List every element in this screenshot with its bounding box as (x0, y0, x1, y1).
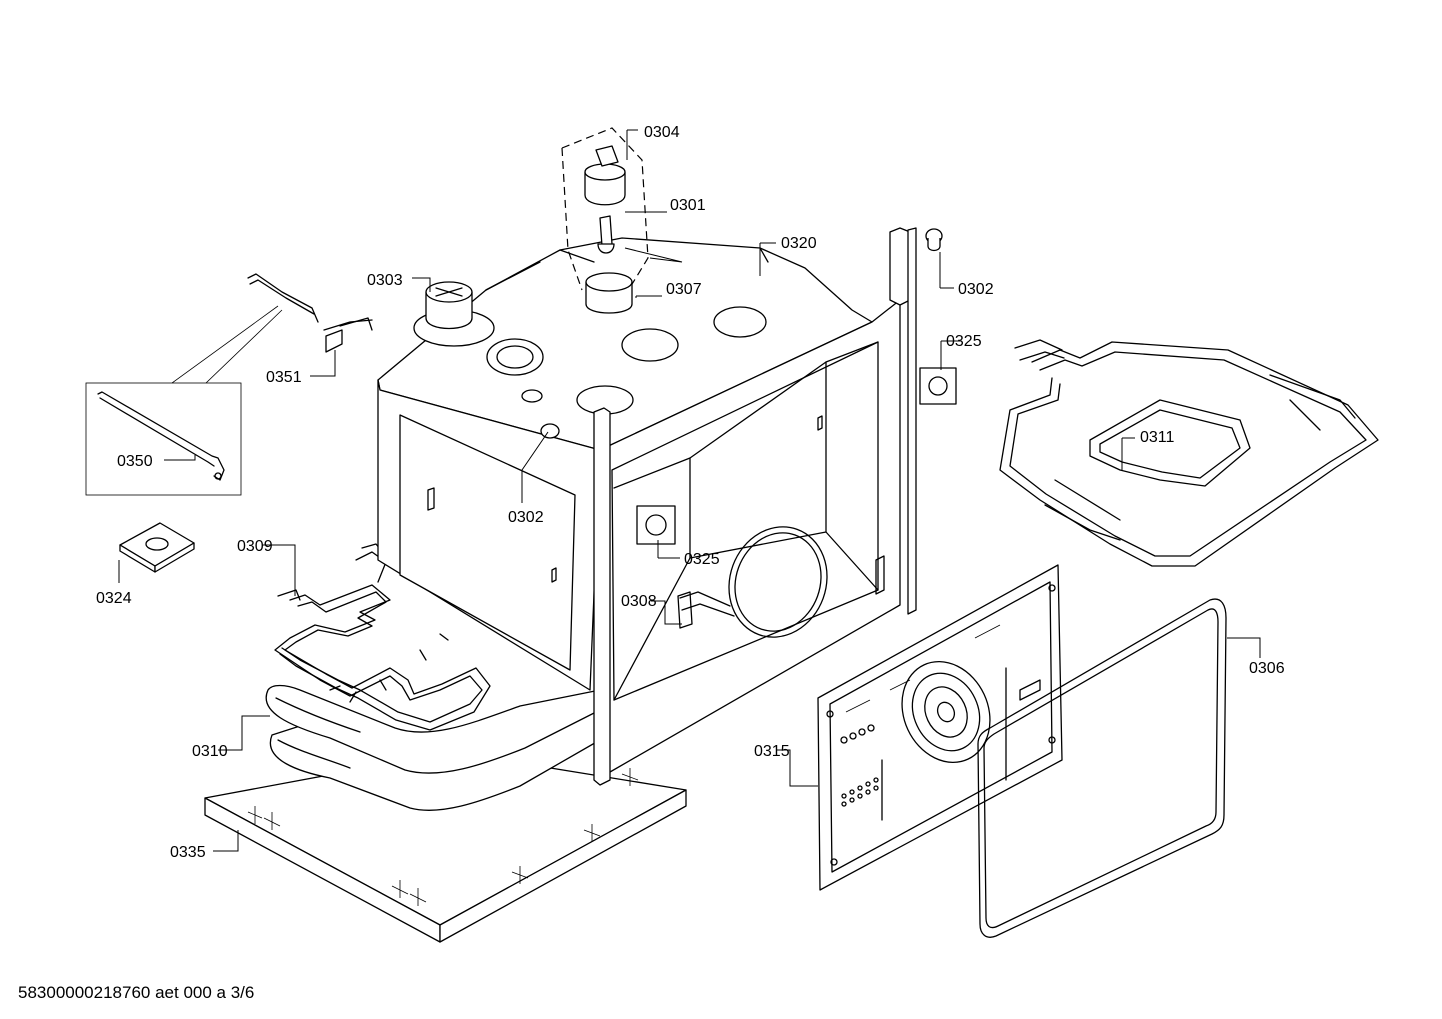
bottom-board-part (204, 751, 687, 943)
callout-0351: 0351 (266, 369, 302, 386)
callout-0320: 0320 (781, 235, 817, 252)
callout-0301: 0301 (670, 197, 706, 214)
callout-0309: 0309 (237, 538, 273, 555)
oven-cavity-part (377, 227, 917, 786)
light-cover-center-part (636, 505, 676, 545)
door-seal-part (977, 598, 1227, 938)
callout-0325-center: 0325 (684, 551, 720, 568)
sensor-detail-box (85, 305, 283, 496)
fan-cover-part (425, 281, 473, 330)
callout-0350: 0350 (117, 453, 153, 470)
bottom-heater-part (274, 543, 491, 731)
callout-0306: 0306 (1249, 660, 1285, 677)
plug-center-part (540, 423, 560, 439)
back-panel-part (817, 564, 1063, 891)
sensor-probe-part (247, 273, 373, 353)
light-cover-right-part (919, 367, 957, 405)
callout-0302-right: 0302 (958, 281, 994, 298)
insulation-blanket-part (265, 684, 601, 811)
leader-lines (118, 129, 1261, 852)
callout-0307: 0307 (666, 281, 702, 298)
callout-0310: 0310 (192, 743, 228, 760)
callout-0335: 0335 (170, 844, 206, 861)
callout-0325-right: 0325 (946, 333, 982, 350)
callout-0311: 0311 (1140, 429, 1175, 446)
callout-0308: 0308 (621, 593, 657, 610)
callout-0324: 0324 (96, 590, 132, 607)
callout-0315: 0315 (754, 743, 790, 760)
document-id: 58300000218760 aet 000 a 3/6 (18, 983, 254, 1002)
callout-0302-center: 0302 (508, 509, 544, 526)
callout-0304: 0304 (644, 124, 680, 141)
spacer-part (119, 522, 195, 573)
callout-0303: 0303 (367, 272, 403, 289)
plug-right-part (925, 228, 943, 252)
lamp-assembly-part (561, 127, 649, 314)
grill-heater-part (999, 339, 1379, 567)
ring-heater-part (677, 526, 828, 638)
